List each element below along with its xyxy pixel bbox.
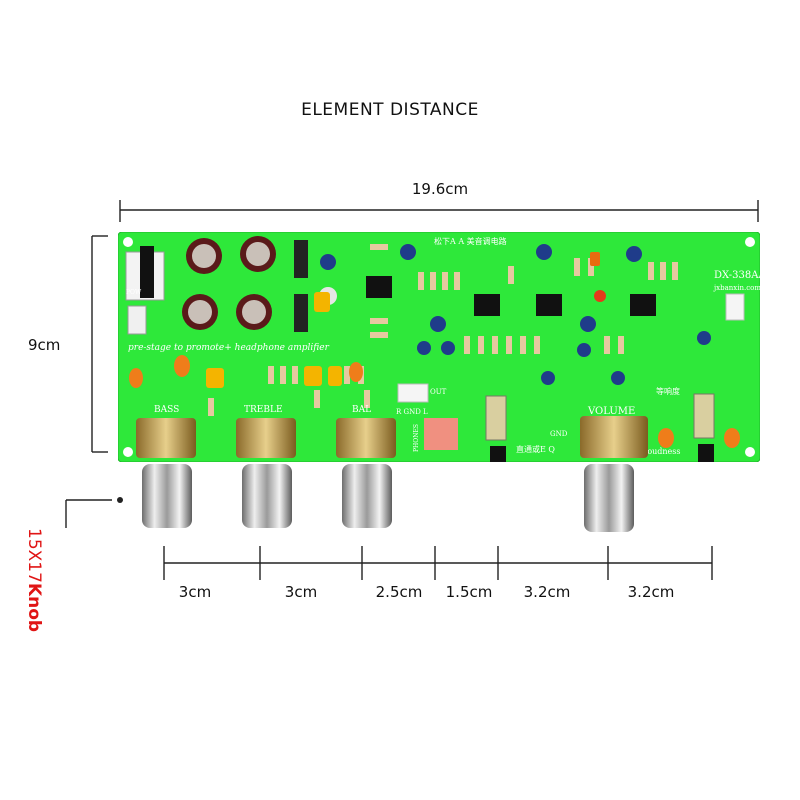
bal-knob[interactable] <box>336 418 396 528</box>
volume-knob[interactable] <box>580 416 648 532</box>
knob-size-value: 15X17 <box>24 528 44 583</box>
label-out: OUT <box>430 388 447 396</box>
board-model: DX-338AA <box>714 270 760 281</box>
label-bass: BASS <box>154 405 179 415</box>
board-website: jxbanxin.com <box>713 284 760 292</box>
board-cn-title: 松下A A 美音调电路 <box>434 236 507 246</box>
bass-knob[interactable] <box>136 418 196 528</box>
label-gnd: GND <box>550 430 568 438</box>
segment-label: 3cm <box>284 583 318 601</box>
segment-label: 3cm <box>178 583 212 601</box>
pcb-board: pre-stage to promote+ headphone amplifie… <box>118 232 760 462</box>
segment-label: 1.5cm <box>445 583 493 601</box>
knob-size-label: 15X17Knob <box>24 528 44 632</box>
height-label: 9cm <box>28 336 61 354</box>
label-r-gnd-l: R GND L <box>396 408 428 416</box>
board-tagline: pre-stage to promote+ headphone amplifie… <box>128 343 330 353</box>
label-loudness: Loudness <box>642 447 681 456</box>
board-loudness-cn: 等响度 <box>656 386 680 396</box>
board-eq-label: 直通或E Q <box>516 444 555 454</box>
segment-label: 3.2cm <box>523 583 571 601</box>
segment-label: 2.5cm <box>375 583 423 601</box>
segment-label: 3.2cm <box>627 583 675 601</box>
knob-size-unit: Knob <box>24 582 44 633</box>
knobs <box>136 416 648 532</box>
treble-knob[interactable] <box>236 418 296 528</box>
label-phones: PHONES <box>413 424 420 452</box>
label-treble: TREBLE <box>244 405 283 415</box>
total-width-label: 19.6cm <box>411 180 469 198</box>
label-pow: POW <box>126 289 142 296</box>
label-bal: BAL <box>352 405 371 415</box>
label-volume: VOLUME <box>587 406 635 417</box>
page-title: ELEMENT DISTANCE <box>301 100 479 120</box>
